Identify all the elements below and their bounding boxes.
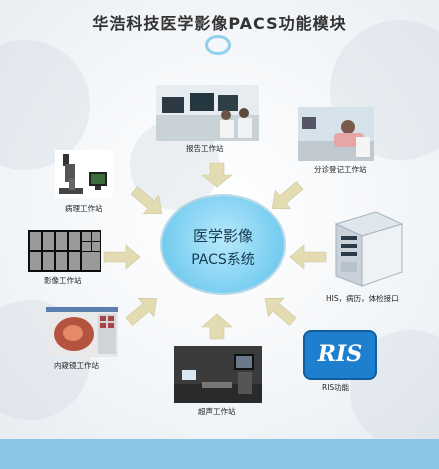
report-workstation-label: 报告工作站: [186, 144, 224, 153]
arrow-icon: [289, 244, 327, 270]
arrow-icon: [264, 297, 297, 326]
registration-photo: [298, 107, 374, 161]
ring-icon: [205, 35, 231, 55]
page-title: 华浩科技医学影像PACS功能模块: [92, 14, 347, 33]
registration-label: 分诊登记工作站: [314, 165, 367, 174]
ultrasound-photo: [174, 346, 262, 403]
ultrasound-label: 超声工作站: [198, 407, 236, 416]
his-label: HIS，病历，体检接口: [326, 294, 399, 303]
report-workstation-photo: [156, 85, 259, 141]
ris-label: RIS功能: [322, 383, 350, 392]
ris-logo-icon: RIS: [303, 330, 377, 380]
hub-title: 医学影像: [192, 227, 253, 245]
arrow-icon: [201, 313, 233, 340]
bottom-bar: [0, 439, 439, 469]
pathology-label: 病理工作站: [65, 204, 103, 213]
arrow-icon: [103, 244, 141, 270]
pathology-photo: [55, 150, 113, 198]
arrow-icon: [130, 186, 163, 215]
arrow-icon: [201, 162, 233, 188]
imaging-photo: [28, 230, 101, 272]
ris-logo-text: RIS: [317, 341, 363, 367]
imaging-label: 影像工作站: [44, 276, 82, 285]
endoscopy-photo: [46, 307, 118, 357]
pacs-hub: [162, 196, 284, 293]
endoscopy-label: 内窥镜工作站: [54, 361, 99, 370]
arrow-icon: [125, 297, 158, 326]
hub-subtitle: PACS系统: [191, 252, 255, 268]
arrow-icon: [271, 181, 304, 210]
server-icon: [330, 206, 410, 290]
